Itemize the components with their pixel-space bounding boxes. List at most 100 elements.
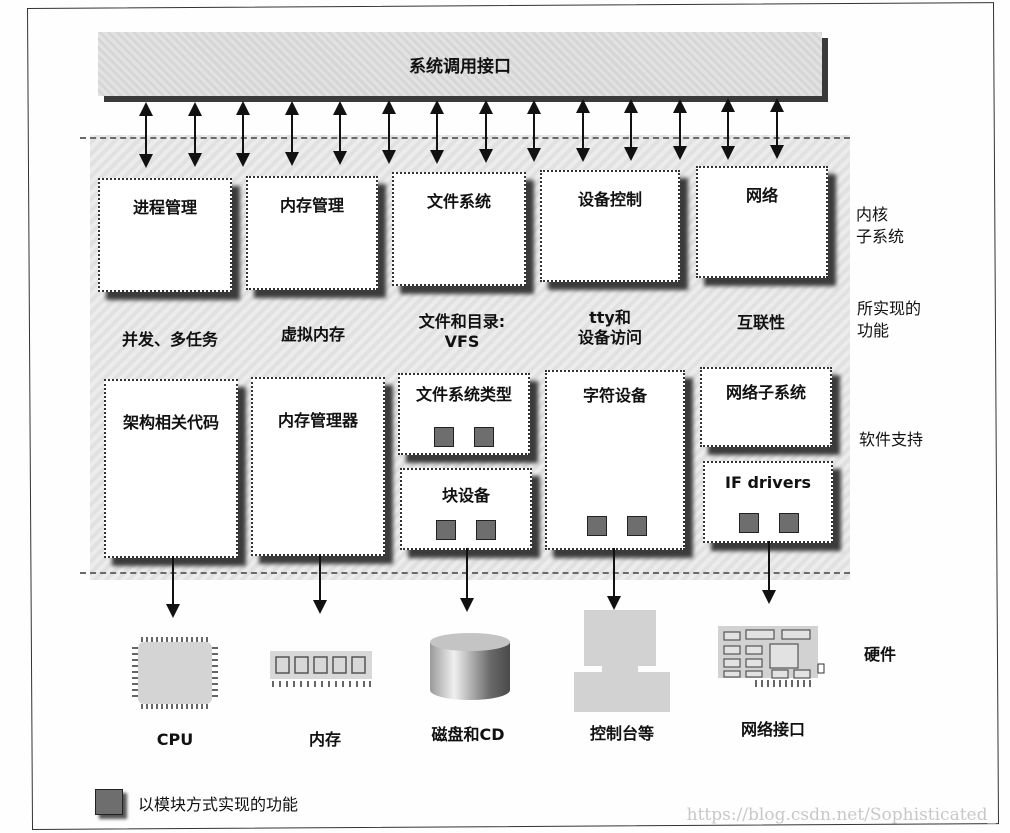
arrow-down-icon	[333, 151, 347, 165]
arrow-shaft	[727, 110, 729, 148]
cpu-chip-icon	[132, 637, 218, 709]
feature-text: VFS	[444, 332, 480, 351]
subsystem-label: 内存管理	[279, 196, 344, 215]
support-char-devices: 字符设备	[545, 370, 685, 550]
support-block-devices: 块设备	[400, 468, 532, 550]
module-icon	[627, 516, 647, 536]
feature-text: 并发、多任务	[121, 330, 218, 349]
arrow-down-icon	[188, 153, 202, 167]
arrow-shaft	[291, 113, 293, 154]
arrow-down-icon	[762, 590, 776, 604]
feature-text: 设备访问	[577, 328, 642, 347]
row-label-features: 所实现的 功能	[857, 298, 921, 342]
support-arch-code: 架构相关代码	[104, 379, 238, 558]
network-card-icon	[718, 626, 825, 687]
connector-line	[319, 554, 321, 600]
watermark: https://blog.csdn.net/Sophisticated_	[686, 805, 996, 825]
support-label: 文件系统类型	[415, 385, 512, 404]
arrow-down-icon	[527, 148, 541, 162]
arrow-up-icon	[430, 100, 444, 114]
feature-text: 虚拟内存	[280, 325, 345, 344]
feature-text: 互联性	[736, 313, 785, 332]
row-label-text: 所实现的	[857, 299, 922, 318]
connector-line	[613, 548, 615, 606]
support-label: 内存管理器	[277, 411, 358, 430]
hardware-label-disk-cd: 磁盘和CD	[431, 725, 505, 744]
syscall-interface-label: 系统调用接口	[409, 57, 511, 77]
module-icon	[587, 516, 607, 536]
connector-line	[768, 541, 770, 591]
user-kernel-boundary	[80, 137, 850, 139]
support-label: 块设备	[441, 486, 490, 505]
arrow-shaft	[339, 113, 341, 153]
subsystem-label: 网络	[745, 186, 778, 205]
arrow-up-icon	[479, 100, 493, 114]
row-label-software-support: 软件支持	[859, 430, 924, 449]
arrow-down-icon	[770, 145, 784, 159]
feature-text: 文件和目录:	[418, 312, 506, 331]
support-label: 网络子系统	[725, 383, 806, 402]
support-label: 架构相关代码	[122, 413, 219, 432]
support-memory-manager: 内存管理器	[251, 377, 385, 556]
module-legend-swatch	[95, 789, 123, 815]
feature-concurrency: 并发、多任务	[100, 330, 240, 350]
subsystem-label: 设备控制	[577, 190, 642, 209]
support-label: IF drivers	[725, 473, 811, 492]
arrow-up-icon	[285, 101, 299, 115]
arrow-shaft	[776, 110, 778, 147]
arrow-down-icon	[285, 152, 299, 166]
syscall-interface-bar: 系统调用接口	[98, 32, 822, 96]
row-label-text: 子系统	[856, 227, 905, 246]
connector-line	[466, 548, 468, 598]
hardware-label-console: 控制台等	[589, 724, 654, 743]
disk-cylinder-icon	[430, 633, 510, 700]
hardware-label-memory: 内存	[308, 730, 341, 749]
arrow-down-icon	[382, 150, 396, 164]
module-icon	[436, 520, 456, 540]
arrow-up-icon	[770, 98, 784, 112]
arrow-shaft	[242, 113, 244, 155]
module-icon	[779, 513, 799, 533]
arrow-up-icon	[236, 101, 250, 115]
arrow-down-icon	[673, 146, 687, 160]
arrow-shaft	[533, 112, 535, 150]
subsystem-label: 进程管理	[132, 198, 197, 217]
arrow-down-icon	[721, 146, 735, 160]
connector-line	[172, 556, 174, 604]
arrow-up-icon	[527, 100, 541, 114]
module-icon	[434, 427, 454, 447]
module-legend-label: 以模块方式实现的功能	[138, 795, 299, 814]
module-icon	[474, 427, 494, 447]
arrow-shaft	[388, 112, 390, 152]
module-icon	[739, 513, 759, 533]
arrow-down-icon	[460, 598, 474, 612]
arrow-up-icon	[333, 101, 347, 115]
feature-tty-device-access: tty和设备访问	[540, 308, 680, 348]
arrow-down-icon	[313, 600, 327, 614]
arrow-shaft	[436, 112, 438, 152]
subsystem-memory-management: 内存管理	[246, 176, 378, 290]
hardware-label-network-interface: 网络接口	[740, 720, 805, 739]
subsystem-device-control: 设备控制	[540, 170, 680, 282]
hardware-label-cpu: CPU	[156, 730, 194, 749]
arrow-shaft	[630, 111, 632, 149]
arrow-up-icon	[139, 102, 153, 116]
arrow-down-icon	[607, 596, 621, 610]
support-label: 字符设备	[582, 386, 647, 405]
feature-connectivity: 互联性	[696, 313, 826, 333]
row-label-text: 内核	[856, 205, 889, 224]
arrow-shaft	[679, 111, 681, 148]
arrow-down-icon	[236, 153, 250, 167]
kernel-hardware-boundary	[80, 572, 850, 574]
feature-text: tty和	[589, 308, 631, 327]
row-label-kernel-subsystems: 内核 子系统	[856, 204, 904, 248]
module-icon	[476, 520, 496, 540]
arrow-down-icon	[624, 147, 638, 161]
row-label-hardware: 硬件	[864, 645, 897, 664]
arrow-down-icon	[576, 148, 590, 162]
subsystem-network: 网络	[696, 166, 828, 278]
arrow-up-icon	[673, 99, 687, 113]
feature-files-vfs: 文件和目录:VFS	[392, 312, 532, 352]
subsystem-label: 文件系统	[426, 192, 491, 211]
arrow-shaft	[582, 111, 584, 150]
